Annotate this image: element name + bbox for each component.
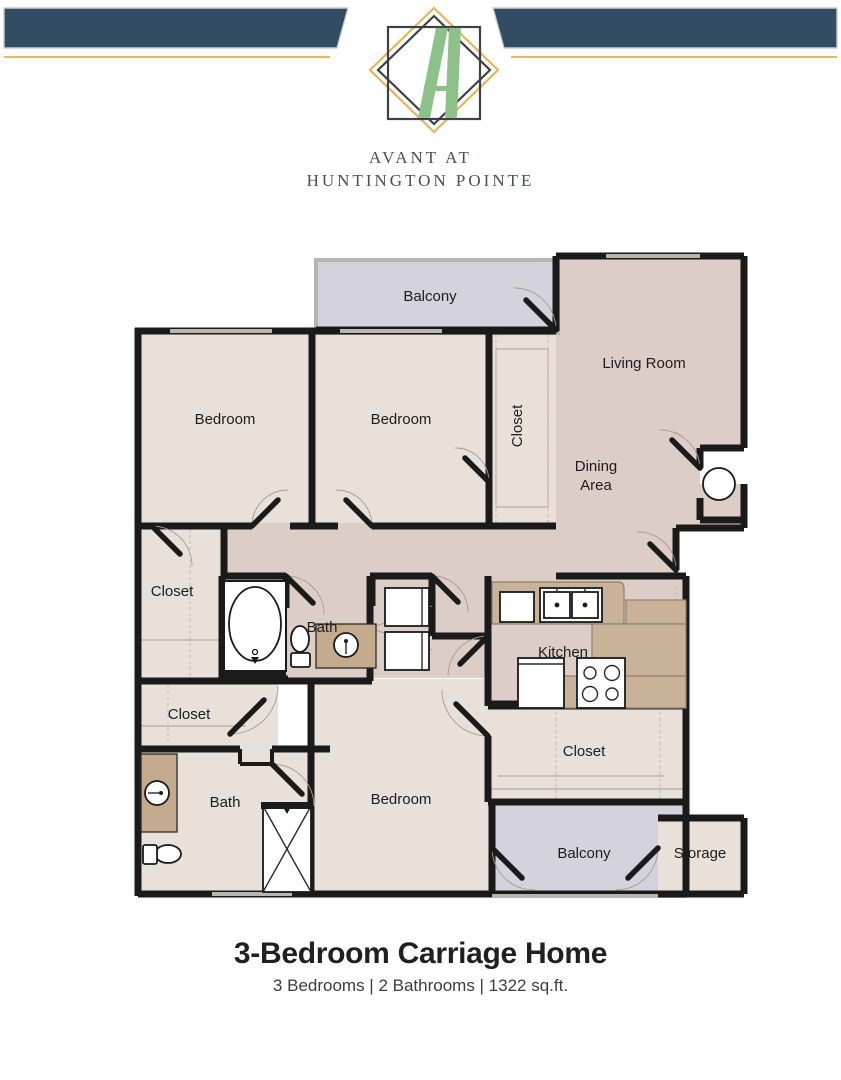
- label-closet-right: Closet: [563, 743, 606, 760]
- sink-icon: [315, 623, 377, 669]
- avant-a-monogram-icon: [368, 6, 500, 134]
- label-dining-area-2: Area: [580, 477, 612, 494]
- double-sink-icon: [539, 587, 603, 623]
- room-fill-closet-top: [489, 331, 556, 523]
- label-closet-top: Closet: [509, 404, 526, 447]
- toilet-lower-icon: [142, 844, 182, 865]
- room-fill-closet-upper-left: [138, 523, 224, 685]
- bathtub-icon: [223, 580, 287, 672]
- toilet-icon: [290, 625, 311, 668]
- label-closet-mid-left: Closet: [168, 706, 211, 723]
- room-fill-bedroom-lower: [311, 679, 491, 894]
- brand-text-block: AVANT AT HUNTINGTON POINTE: [0, 146, 841, 192]
- room-fill-closet-right: [488, 704, 686, 802]
- stove-range-icon: [576, 657, 626, 709]
- floorplan-caption: 3-Bedroom Carriage Home 3 Bedrooms | 2 B…: [0, 936, 841, 998]
- floorplan-drawing: .w { stroke:#1a1a1a; stroke-width:7; str…: [0, 236, 841, 916]
- washer-icon: [384, 587, 430, 627]
- label-kitchen: Kitchen: [538, 644, 588, 661]
- door-swings: [149, 287, 736, 891]
- dryer-icon: [384, 631, 430, 671]
- room-fill-balcony-top: [316, 260, 558, 333]
- room-labels: Balcony Bedroom Bedroom Closet Living Ro…: [151, 288, 727, 862]
- room-fill-bedroom-left: [138, 331, 312, 523]
- label-storage: Storage: [674, 845, 727, 862]
- brand-line-2: HUNTINGTON POINTE: [306, 171, 535, 190]
- header-banner: [0, 0, 841, 90]
- shower-stall-icon: [261, 802, 313, 893]
- sink-lower-icon: [140, 753, 178, 833]
- room-fill-storage: [658, 818, 744, 894]
- label-dining-area-1: Dining: [575, 458, 618, 475]
- label-bedroom-mid: Bedroom: [371, 411, 432, 428]
- page-title: 3-Bedroom Carriage Home: [233, 937, 608, 970]
- label-bath-lower: Bath: [210, 794, 241, 811]
- room-fill-living-room: [556, 256, 744, 576]
- label-bath-upper: Bath: [307, 619, 338, 636]
- label-living-room: Living Room: [602, 355, 685, 372]
- header-left-navy-shape: [3, 7, 349, 49]
- label-balcony-top: Balcony: [403, 288, 457, 305]
- label-closet-upper-left: Closet: [151, 583, 194, 600]
- brand-line-1: AVANT AT: [369, 148, 472, 167]
- floorplan-specs: 3 Bedrooms | 2 Bathrooms | 1322 sq.ft.: [272, 976, 569, 995]
- label-bedroom-lower: Bedroom: [371, 791, 432, 808]
- brand-logo: [0, 0, 841, 145]
- label-balcony-bottom: Balcony: [557, 845, 611, 862]
- dishwasher-icon: [499, 591, 535, 623]
- header-right-navy-shape: [492, 7, 838, 49]
- label-bedroom-left: Bedroom: [195, 411, 256, 428]
- room-fill-closet-mid-left: [138, 679, 278, 751]
- refrigerator-icon: [517, 657, 565, 709]
